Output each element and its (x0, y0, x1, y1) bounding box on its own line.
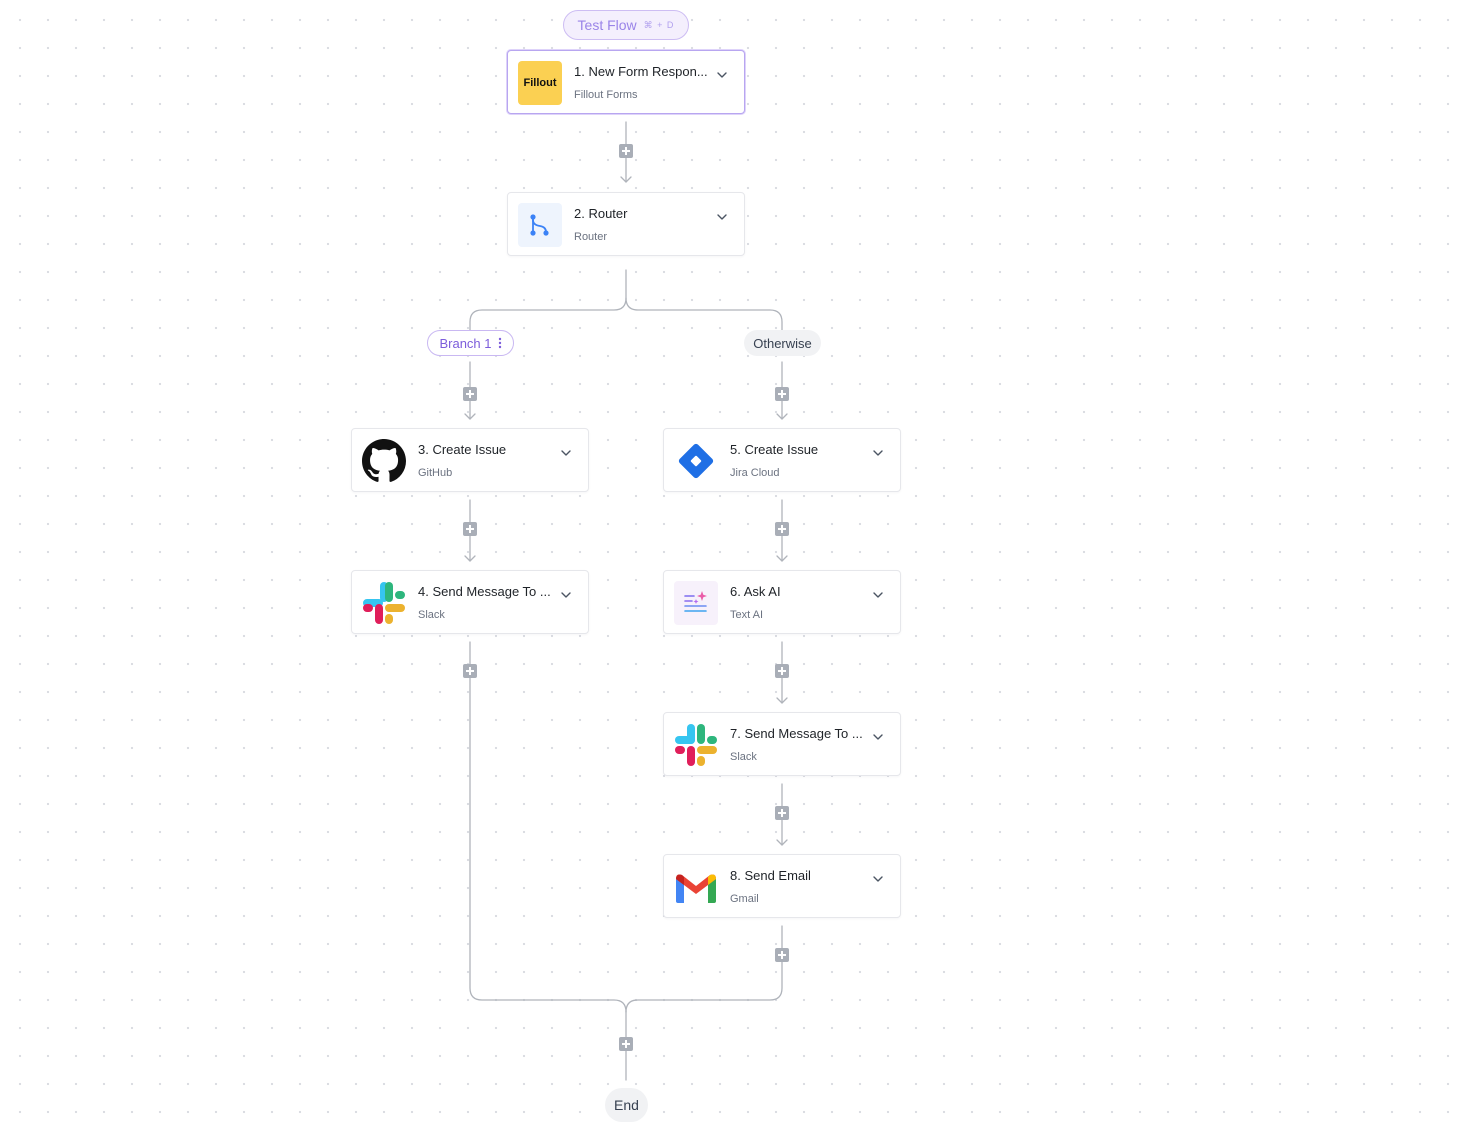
add-step-button[interactable] (463, 664, 477, 678)
connector-line (625, 297, 783, 331)
add-step-button[interactable] (619, 144, 633, 158)
chevron-down-icon[interactable] (870, 445, 886, 461)
test-flow-label: Test Flow (577, 17, 637, 33)
arrow-head (464, 413, 476, 420)
step-subtitle: Jira Cloud (730, 467, 780, 479)
arrow-head (776, 697, 788, 704)
step-subtitle: Text AI (730, 609, 764, 621)
end-label: End (614, 1097, 639, 1113)
router-icon (518, 203, 562, 247)
connector-line (469, 269, 627, 331)
jira-icon (674, 439, 718, 483)
add-step-button[interactable] (619, 1037, 633, 1051)
step-card-slack[interactable]: 7. Send Message To ... Slack (663, 712, 901, 776)
step-card-github[interactable]: 3. Create Issue GitHub (351, 428, 589, 492)
step-title: 5. Create Issue (730, 442, 819, 457)
otherwise-branch-pill[interactable]: Otherwise (744, 330, 821, 356)
step-title: 2. Router (574, 206, 628, 221)
connector-line (625, 925, 783, 1013)
step-title: 3. Create Issue (418, 442, 507, 457)
arrow-head (620, 176, 632, 183)
arrow-head (776, 555, 788, 562)
slack-icon (674, 723, 718, 767)
step-card-text-ai[interactable]: 6. Ask AI Text AI (663, 570, 901, 634)
step-subtitle: Gmail (730, 893, 759, 905)
add-step-button[interactable] (463, 522, 477, 536)
step-card-gmail[interactable]: 8. Send Email Gmail (663, 854, 901, 918)
step-card-router[interactable]: 2. Router Router (507, 192, 745, 256)
otherwise-label: Otherwise (753, 335, 812, 351)
add-step-button[interactable] (775, 806, 789, 820)
step-subtitle: Slack (730, 751, 757, 763)
more-vertical-icon[interactable] (498, 337, 502, 349)
arrow-head (464, 555, 476, 562)
chevron-down-icon[interactable] (870, 587, 886, 603)
chevron-down-icon[interactable] (558, 587, 574, 603)
connector-line (469, 641, 627, 1013)
step-card-jira[interactable]: 5. Create Issue Jira Cloud (663, 428, 901, 492)
slack-icon (362, 581, 406, 625)
step-title: 1. New Form Respon... (574, 64, 708, 79)
test-flow-button[interactable]: Test Flow ⌘ + D (563, 10, 689, 40)
gmail-icon (674, 865, 718, 909)
chevron-down-icon[interactable] (870, 871, 886, 887)
branch-1-label: Branch 1 (439, 335, 492, 351)
add-step-button[interactable] (775, 522, 789, 536)
fillout-logo: Fillout (518, 61, 562, 105)
end-node: End (605, 1088, 648, 1122)
step-title: 7. Send Message To ... (730, 726, 863, 741)
text-ai-icon (674, 581, 718, 625)
arrow-head (776, 413, 788, 420)
step-card-slack[interactable]: 4. Send Message To ... Slack (351, 570, 589, 634)
github-icon (362, 439, 406, 483)
step-subtitle: GitHub (418, 467, 453, 479)
step-title: 8. Send Email (730, 868, 811, 883)
chevron-down-icon[interactable] (870, 729, 886, 745)
step-subtitle: Fillout Forms (574, 89, 638, 101)
step-title: 6. Ask AI (730, 584, 781, 599)
step-subtitle: Slack (418, 609, 445, 621)
chevron-down-icon[interactable] (558, 445, 574, 461)
chevron-down-icon[interactable] (714, 209, 730, 225)
step-subtitle: Router (574, 231, 608, 243)
step-card-fillout[interactable]: Fillout 1. New Form Respon... Fillout Fo… (507, 50, 745, 114)
branch-1-pill[interactable]: Branch 1 (427, 330, 514, 356)
step-title: 4. Send Message To ... (418, 584, 551, 599)
test-flow-shortcut: ⌘ + D (643, 19, 675, 30)
add-step-button[interactable] (775, 948, 789, 962)
arrow-head (776, 839, 788, 846)
add-step-button[interactable] (463, 387, 477, 401)
chevron-down-icon[interactable] (714, 67, 730, 83)
add-step-button[interactable] (775, 387, 789, 401)
add-step-button[interactable] (775, 664, 789, 678)
